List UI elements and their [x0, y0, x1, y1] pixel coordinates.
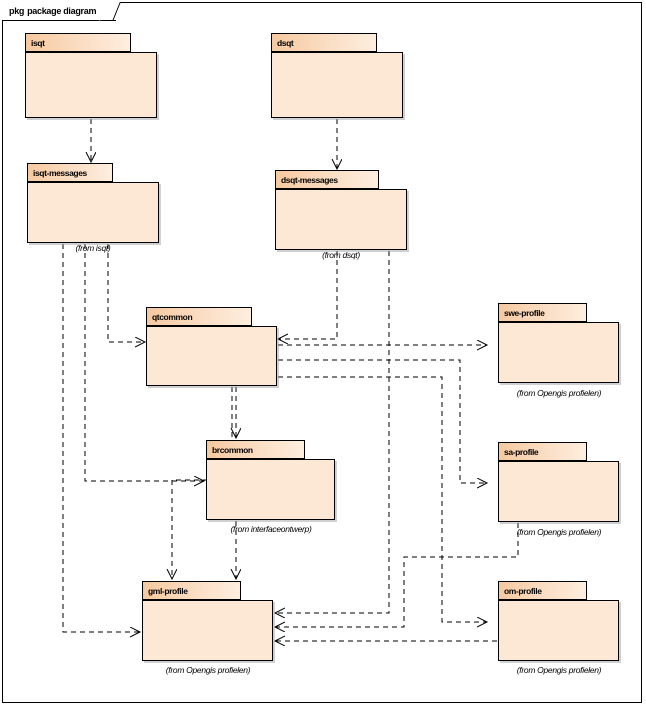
package-isqt-messages-from-text: (from isqt) — [75, 243, 111, 253]
package-gml-profile-tab: gml-profile — [142, 581, 241, 600]
package-qtcommon-tab: qtcommon — [146, 307, 252, 326]
package-om-profile-from: (from Opengis profielen) — [490, 665, 628, 675]
package-dsqt-messages-from-text: (from dsqt) — [322, 250, 360, 260]
package-gml-profile-label: gml-profile — [148, 585, 188, 596]
package-sa-profile-label: sa-profile — [504, 446, 539, 457]
package-gml-profile-from-text: (from Opengis profielen) — [165, 665, 251, 675]
package-qtcommon-label: qtcommon — [152, 311, 193, 322]
package-swe-profile-from-text: (from Opengis profielen) — [516, 388, 602, 398]
package-swe-profile-tab: swe-profile — [498, 303, 587, 322]
package-sa-profile-from: (from Opengis profielen) — [490, 527, 628, 537]
package-dsqt-messages-from: (from dsqt) — [275, 250, 407, 260]
package-isqt-messages-body — [27, 182, 159, 243]
package-brcommon-from-text: (from interfaceontwerp) — [230, 524, 312, 534]
package-isqt-body — [25, 52, 157, 118]
package-om-profile-tab: om-profile — [498, 581, 587, 600]
package-dsqt-messages-label: dsqt-messages — [281, 174, 338, 185]
diagram-keyword: pkg — [9, 6, 25, 16]
package-om-profile-from-text: (from Opengis profielen) — [516, 665, 602, 675]
package-dsqt-body — [271, 52, 403, 118]
package-swe-profile-label: swe-profile — [504, 307, 545, 318]
package-om-profile-label: om-profile — [504, 585, 542, 596]
diagram-title: package diagram — [27, 6, 97, 16]
package-dsqt-messages-tab: dsqt-messages — [275, 170, 379, 189]
package-swe-profile-from: (from Opengis profielen) — [490, 388, 628, 398]
package-qtcommon-body — [146, 326, 277, 386]
package-isqt-messages-tab: isqt-messages — [27, 163, 113, 182]
package-dsqt-label: dsqt — [277, 37, 294, 48]
package-sa-profile-body — [498, 461, 619, 522]
package-isqt-label: isqt — [31, 37, 45, 48]
package-isqt-messages-from: (from isqt) — [27, 243, 159, 253]
package-dsqt-tab: dsqt — [271, 33, 377, 52]
package-sa-profile-from-text: (from Opengis profielen) — [516, 527, 602, 537]
package-swe-profile-body — [498, 322, 619, 383]
package-brcommon-from: (from interfaceontwerp) — [200, 524, 342, 534]
diagram-frame-tab: pkg package diagram — [2, 2, 117, 21]
package-gml-profile-body — [142, 600, 273, 661]
package-isqt-messages-label: isqt-messages — [33, 167, 87, 178]
package-sa-profile-tab: sa-profile — [498, 442, 587, 461]
package-om-profile-body — [498, 600, 619, 661]
package-brcommon-body — [206, 459, 335, 520]
package-gml-profile-from: (from Opengis profielen) — [137, 665, 279, 675]
package-dsqt-messages-body — [275, 189, 407, 250]
package-isqt-tab: isqt — [25, 33, 131, 52]
package-brcommon-tab: brcommon — [206, 440, 305, 459]
package-brcommon-label: brcommon — [212, 444, 253, 455]
